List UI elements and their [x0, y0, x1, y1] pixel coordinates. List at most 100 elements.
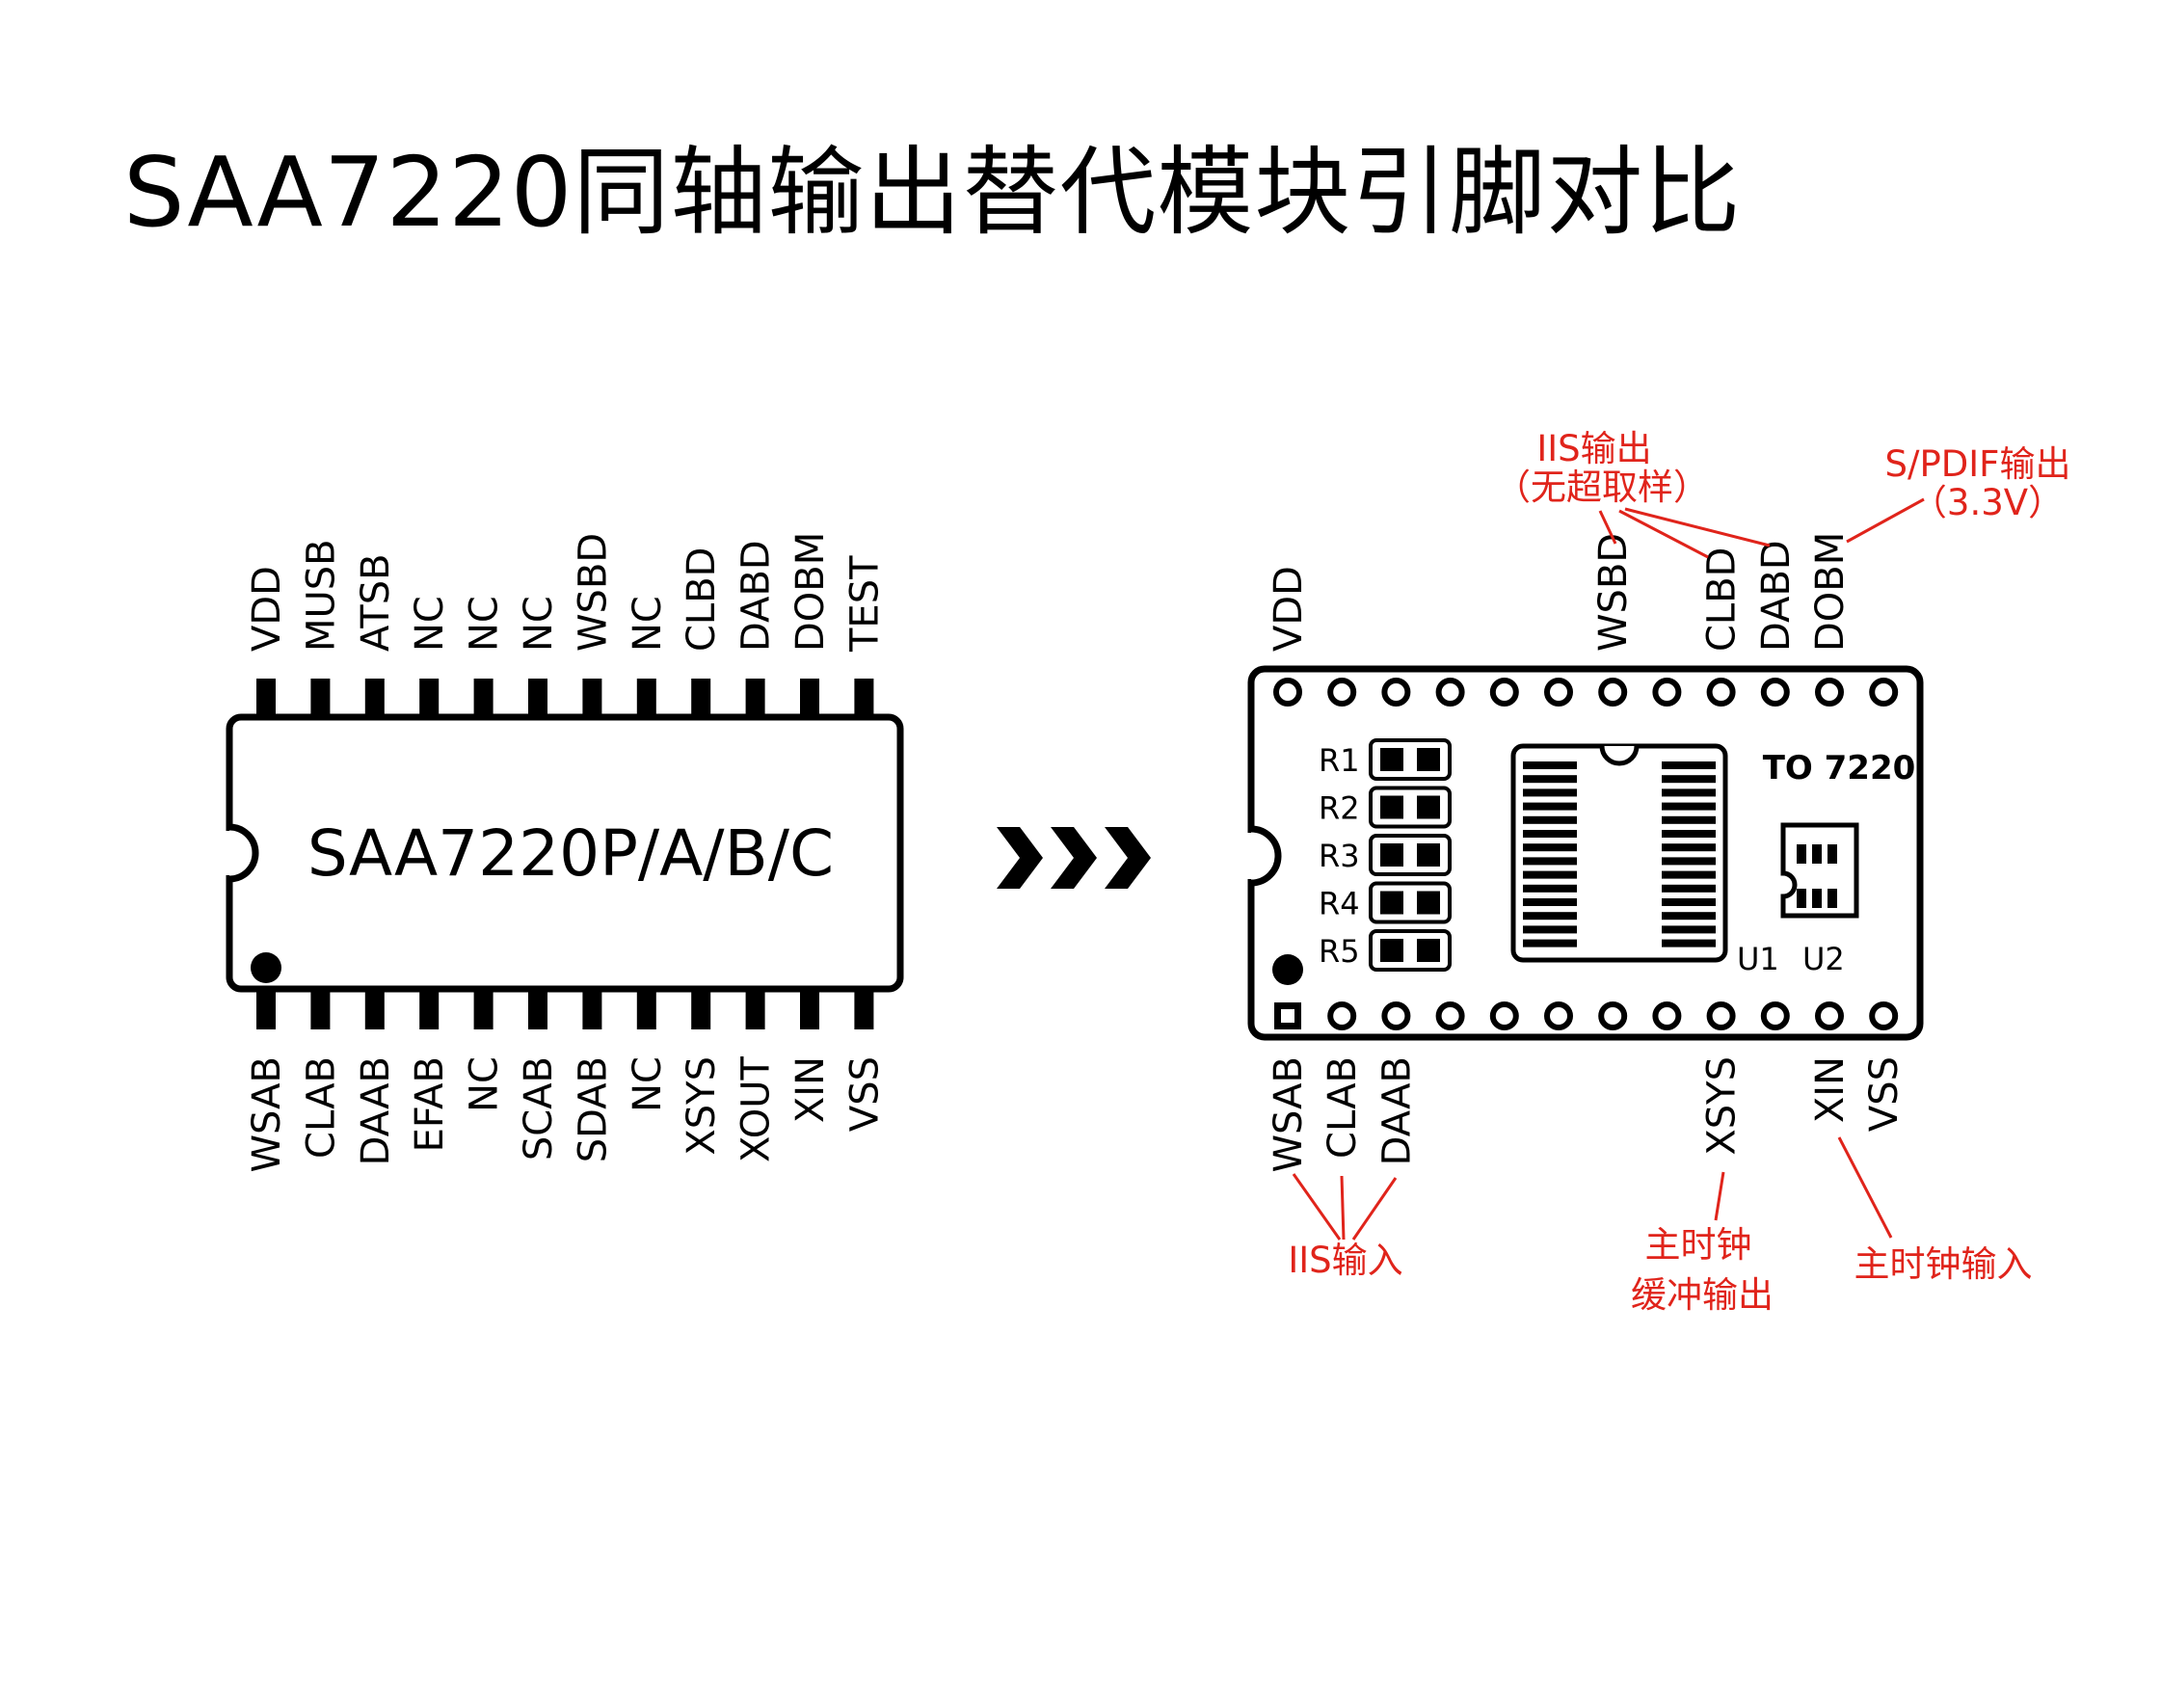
left-chip-top-pin-label: NC	[463, 596, 507, 652]
left-chip-top-pin-label: TEST	[842, 555, 887, 653]
module-top-hole	[1815, 678, 1844, 707]
module-top-pin-label: WSBD	[1591, 533, 1636, 652]
left-chip-bottom-pin	[636, 987, 656, 1029]
left-chip-top-pin	[636, 679, 656, 719]
left-chip-bottom-pin	[419, 987, 440, 1029]
left-chip-bottom-pin-label: EFAB	[408, 1056, 452, 1152]
left-chip-bottom-pin-label: VSS	[842, 1056, 887, 1132]
left-chip-notch	[228, 823, 259, 883]
left-chip-bottom-pin-label: CLAB	[299, 1056, 343, 1159]
module-bottom-pin-label: WSAB	[1267, 1056, 1311, 1173]
left-chip-top-pin-label: CLBD	[680, 547, 724, 652]
left-chip-top-pin	[256, 679, 276, 719]
left-chip-top-pin	[364, 679, 385, 719]
module-top-hole	[1598, 678, 1628, 707]
left-chip-bottom-pin	[310, 987, 331, 1029]
annotation-spdif-voltage: （3.3V）	[1911, 482, 2064, 523]
left-chip-top-pin	[473, 679, 494, 719]
left-chip-bottom-pin	[256, 987, 276, 1029]
left-chip-bottom-pin-label: XIN	[788, 1056, 833, 1123]
module-top-hole	[1869, 678, 1899, 707]
resistor-label: R5	[1319, 933, 1360, 970]
left-chip-top-pin-label: NC	[517, 596, 561, 652]
left-chip-top-pin-label: DABD	[734, 540, 779, 652]
u2-label: U2	[1802, 941, 1845, 977]
left-chip-bottom-pin	[800, 987, 819, 1029]
annotation-iis-output-note: （无超取样）	[1495, 467, 1709, 508]
left-chip-bottom-pin-label: XSYS	[680, 1056, 724, 1156]
module-top-hole	[1652, 678, 1682, 707]
left-chip-bottom-pin	[745, 987, 765, 1029]
u2-chip: U2	[1780, 822, 1859, 977]
module-top-hole	[1381, 678, 1411, 707]
left-chip-top-pin	[528, 679, 547, 719]
annotation-iis-output: IIS输出	[1536, 428, 1651, 469]
resistor-label: R4	[1319, 886, 1360, 922]
left-chip-label: SAA7220P/A/B/C	[307, 816, 834, 891]
module-bottom-pin-label: DAAB	[1374, 1056, 1419, 1165]
annotation-clock-buffer: 主时钟	[1645, 1224, 1752, 1266]
left-chip-top-pin	[582, 679, 602, 719]
left-chip-top-pin-label: NC	[626, 596, 670, 652]
left-chip-bottom-pin	[364, 987, 385, 1029]
module-board-label: TO 7220	[1763, 749, 1916, 787]
annotation-clock-buffer-output: 缓冲输出	[1631, 1274, 1774, 1316]
module-bottom-pin-label: CLAB	[1321, 1056, 1365, 1159]
left-chip-pin1-dot	[251, 952, 281, 983]
left-chip-bottom-pin	[528, 987, 547, 1029]
module-top-hole	[1544, 678, 1573, 707]
module-bottom-hole	[1706, 1001, 1736, 1030]
module-top-pin-label: DOBM	[1808, 532, 1853, 652]
module-top-hole	[1327, 678, 1357, 707]
left-chip-bottom-pin-label: XOUT	[734, 1055, 779, 1162]
module-bottom-pin-label: VSS	[1862, 1056, 1907, 1132]
annotation-iis-input: IIS输入	[1288, 1240, 1402, 1281]
annotations: IIS输出 （无超取样） S/PDIF输出 （3.3V） IIS输入 主时钟 缓…	[1288, 428, 2070, 1316]
module-bottom-pin-label: XIN	[1808, 1056, 1853, 1123]
left-chip-top-pin	[310, 679, 331, 719]
module-notch	[1250, 825, 1282, 887]
left-chip-top-pin	[854, 679, 874, 719]
annotation-clock-input: 主时钟输入	[1854, 1243, 2033, 1285]
module-top-pin-label: VDD	[1267, 566, 1311, 652]
module-top-holes	[1273, 678, 1899, 707]
resistor-label: R2	[1319, 790, 1360, 827]
u1-chip: U1	[1510, 743, 1779, 977]
left-chip-top-pin-label: NC	[408, 596, 452, 652]
module-bottom-hole	[1489, 1001, 1519, 1030]
module-top-hole	[1760, 678, 1790, 707]
module-bottom-pin-label: XSYS	[1700, 1056, 1745, 1156]
module-bottom-hole	[1652, 1001, 1682, 1030]
module-top-pin-label: DABD	[1754, 540, 1799, 652]
resistor-label: R3	[1319, 838, 1360, 874]
module-bottom-hole	[1544, 1001, 1573, 1030]
module-bottom-hole	[1598, 1001, 1628, 1030]
module-bottom-hole	[1435, 1001, 1465, 1030]
left-chip-top-pin-label: WSBD	[571, 533, 615, 652]
module-bottom-hole	[1760, 1001, 1790, 1030]
module-bottom-holes	[1274, 1001, 1899, 1030]
module-top-hole	[1489, 678, 1519, 707]
left-chip-bottom-pin	[582, 987, 602, 1029]
module-bottom-hole	[1869, 1001, 1899, 1030]
module-bottom-hole	[1327, 1001, 1357, 1030]
left-chip-bottom-pin-label: NC	[463, 1056, 507, 1112]
left-chip-top-pin-label: VDD	[245, 566, 289, 652]
left-chip-bottom-pin-label: DAAB	[354, 1056, 398, 1165]
left-chip-top-pin-label: MUSB	[299, 539, 343, 652]
module-top-pin-label: CLBD	[1700, 547, 1745, 652]
left-chip-bottom-pin	[473, 987, 494, 1029]
module-top-hole	[1435, 678, 1465, 707]
left-chip-bottom-pin-label: SCAB	[517, 1056, 561, 1161]
left-chip-bottom-pin-label: SDAB	[571, 1056, 615, 1162]
left-chip-top-pin-label: ATSB	[354, 553, 398, 652]
page-title: SAA7220同轴输出替代模块引脚对比	[123, 136, 1742, 249]
